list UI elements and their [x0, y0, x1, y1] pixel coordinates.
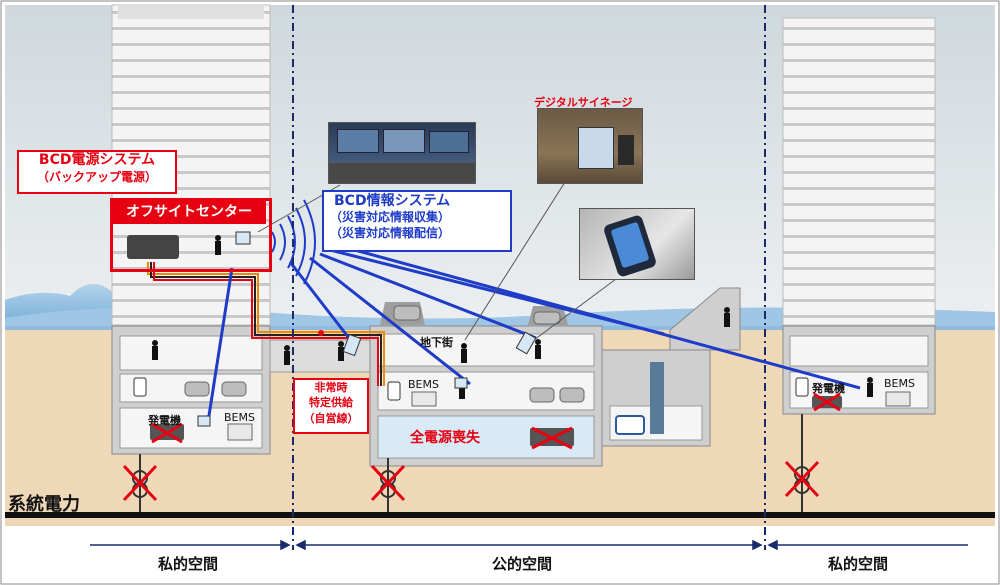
communication-links [206, 244, 861, 423]
emergency-supply-line3: （自営線） [303, 411, 359, 425]
zone-private-right: 私的空間 [828, 555, 889, 573]
stairway-entrance [669, 287, 741, 351]
traffic-signal-icons [133, 377, 809, 401]
bcd-power-subtitle: （バックアップ電源） [36, 169, 157, 184]
zone-public-center: 公的空間 [492, 555, 553, 573]
emergency-supply-line1: 非常時 [314, 381, 348, 394]
bems-panels [227, 391, 911, 441]
emergency-supply-label: 非常時 特定供給 （自営線） [293, 378, 369, 434]
digital-signage-label: デジタルサイネージ [534, 96, 633, 109]
digital-signage-photo [537, 108, 643, 184]
private-power-cable [147, 262, 385, 386]
control-room-photo [328, 122, 476, 184]
bcd-power-system-label: BCD電源システム （バックアップ電源） [17, 150, 177, 194]
smartphone-photo [579, 208, 695, 280]
zone-arrows [90, 539, 968, 551]
bcd-info-line1: （災害対応情報収集） [330, 210, 451, 225]
parked-cars [184, 305, 585, 403]
bcd-power-title: BCD電源システム [38, 152, 156, 168]
bcd-info-system-label: BCD情報システム （災害対応情報収集） （災害対応情報配信） [322, 190, 512, 252]
escalator [650, 362, 664, 434]
total-blackout-label: 全電源喪失 [410, 430, 480, 446]
bems-center-label: BEMS [408, 378, 439, 391]
offsite-center-frame [110, 198, 272, 272]
underground-mall-label: 地下街 [420, 336, 453, 349]
zone-dividers [292, 5, 766, 550]
tablet-icons [197, 231, 537, 427]
emergency-supply-line2: 特定供給 [309, 396, 353, 410]
grid-failure-x [122, 460, 820, 502]
office-building-right [782, 17, 936, 326]
bcd-info-title: BCD情報システム [334, 193, 451, 209]
grid-power-label: 系統電力 [8, 494, 80, 515]
failure-x-marks [151, 392, 841, 450]
bcd-info-line2: （災害対応情報配信） [330, 225, 451, 240]
generator-left-label: 発電機 [148, 414, 181, 427]
train-icon [615, 415, 645, 435]
people-icons [152, 235, 873, 399]
bems-right-label: BEMS [884, 377, 915, 390]
zone-private-left: 私的空間 [158, 555, 219, 573]
bems-left-label: BEMS [224, 411, 255, 424]
offsite-center-label: オフサイトセンター [112, 200, 266, 224]
generator-right-label: 発電機 [812, 382, 845, 395]
grid-power-line [5, 512, 995, 518]
